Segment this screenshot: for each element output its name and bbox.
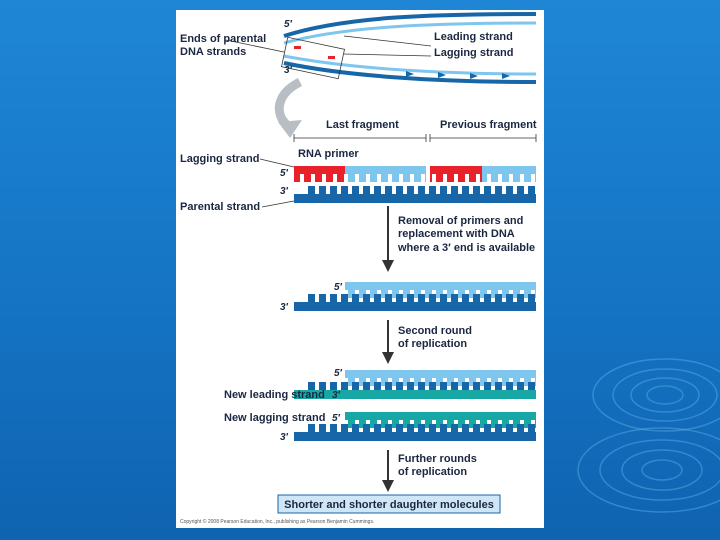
zoom-arrow [274, 77, 303, 130]
new-leading-duplex [294, 370, 536, 399]
dna-strands-label: DNA strands [180, 46, 246, 58]
step1-line2: replacement with DNA [398, 228, 515, 240]
after-three-prime-label: 3′ [280, 302, 289, 313]
step-arrow-1 [382, 260, 394, 272]
leading-strand-label: Leading strand [434, 31, 513, 43]
lagging-three-prime-label: 3′ [280, 432, 289, 443]
result-box [277, 494, 501, 514]
step2-line2: of replication [398, 338, 467, 350]
lagging-strand-top-label: Lagging strand [434, 47, 513, 59]
step1-line3: where a 3′ end is available [397, 242, 535, 254]
step3-line1: Further rounds [398, 453, 477, 465]
step2-line1: Second round [398, 325, 472, 337]
fragment-five-prime-label: 5′ [280, 168, 289, 179]
parental-strand-1 [294, 186, 536, 203]
ends-of-parental-label: Ends of parental [180, 33, 266, 45]
replication-fork [225, 12, 537, 84]
new-lagging-strand-label: New lagging strand [224, 412, 325, 424]
primer-mark [328, 56, 335, 59]
lagging-strand-label: Lagging strand [180, 153, 259, 165]
new-leading-strand-label: New leading strand [224, 389, 325, 401]
zoom-arrowhead [278, 120, 302, 138]
figure-panel [176, 10, 544, 528]
fragment-three-prime-label: 3′ [280, 186, 289, 197]
zoom-box [281, 36, 345, 80]
rna-primer-label: RNA primer [298, 148, 359, 160]
leading-five-prime-label: 5′ [334, 368, 343, 379]
step3-line2: of replication [398, 466, 467, 478]
top-five-prime-label: 5′ [284, 19, 293, 30]
new-lagging-duplex [294, 412, 536, 441]
copyright-text: Copyright © 2008 Pearson Education, Inc.… [180, 518, 374, 525]
lagging-five-prime-label: 5′ [332, 413, 341, 424]
parental-strand-2 [294, 294, 536, 311]
step-arrow-2 [382, 352, 394, 364]
last-fragment-label: Last fragment [326, 119, 399, 131]
step1-line1: Removal of primers and [398, 215, 523, 227]
lagging-fragments [294, 166, 536, 182]
leading-three-prime-label: 3′ [332, 390, 341, 401]
top-three-prime-label: 3′ [284, 65, 293, 76]
previous-fragment-label: Previous fragment [440, 119, 537, 131]
after-five-prime-label: 5′ [334, 282, 343, 293]
primer-mark [294, 46, 301, 49]
parental-strand-label: Parental strand [180, 201, 260, 213]
step-arrow-3 [382, 480, 394, 492]
dna-replication-figure: 5′ 3′ Ends of parental DNA strands Leadi… [180, 12, 537, 525]
result-label: Shorter and shorter daughter molecules [284, 499, 494, 511]
